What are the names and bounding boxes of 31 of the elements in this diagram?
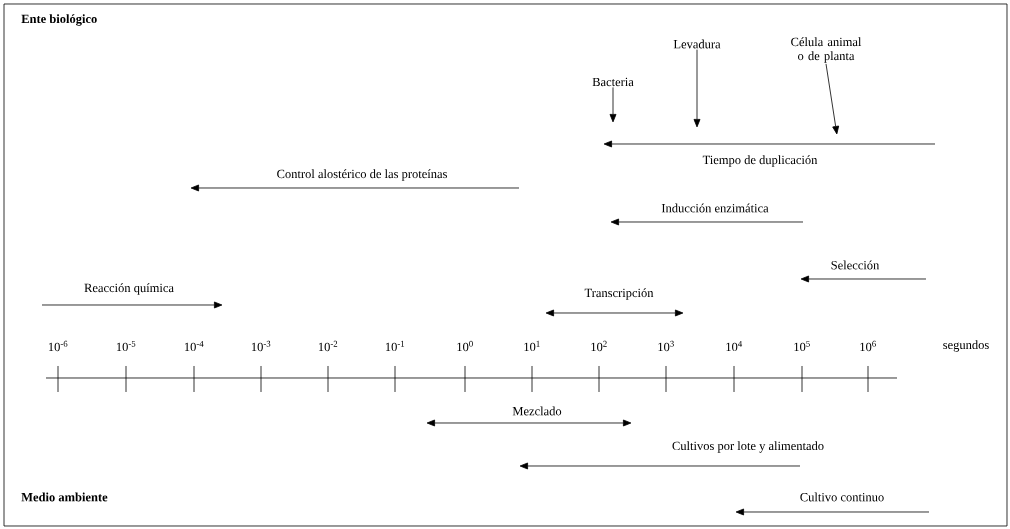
tick-label: 10$^{-6}$ xyxy=(48,340,68,352)
node-label: Levadura xyxy=(673,39,721,49)
range-label: Cultivos por lote y alimentado xyxy=(672,441,824,453)
tick-label: 10$^{-3}$ xyxy=(251,340,271,352)
range-label: Mezclado xyxy=(512,406,562,416)
tick-label: 10$^{2}$ xyxy=(591,340,607,352)
range-label: Tiempo de duplicación xyxy=(702,155,818,167)
range-label: Cultivo continuo xyxy=(800,492,884,502)
tick-label: 10$^{4}$ xyxy=(726,340,743,352)
tick-label: 10$^{-1}$ xyxy=(385,340,405,352)
section-heading: Medio ambiente xyxy=(21,492,108,502)
tick-label: 10$^{-5}$ xyxy=(116,340,136,352)
range-label: Reacción química xyxy=(84,283,174,295)
tick-label: 10$^{1}$ xyxy=(524,340,540,352)
tick-label: 10$^{0}$ xyxy=(457,340,473,352)
tick-label: 10$^{6}$ xyxy=(860,340,876,352)
unit-label: segundos xyxy=(943,340,989,352)
arrow xyxy=(693,49,701,128)
range-label: Control alostérico de las proteínas xyxy=(277,169,447,181)
arrow xyxy=(825,63,840,135)
tick-label: 10$^{-2}$ xyxy=(318,340,338,352)
range-label: Transcripción xyxy=(584,288,654,300)
arrow xyxy=(609,87,617,123)
tick-label: 10$^{5}$ xyxy=(794,340,810,352)
range-label: Selección xyxy=(831,260,880,270)
tick-label: 10$^{-4}$ xyxy=(184,340,204,352)
tick-label: 10$^{3}$ xyxy=(658,340,674,352)
range-label: Inducción enzimática xyxy=(661,203,769,213)
node-label: Célula animal o de planta xyxy=(791,37,862,63)
section-heading: Ente biológico xyxy=(21,14,97,26)
node-label: Bacteria xyxy=(592,77,634,87)
